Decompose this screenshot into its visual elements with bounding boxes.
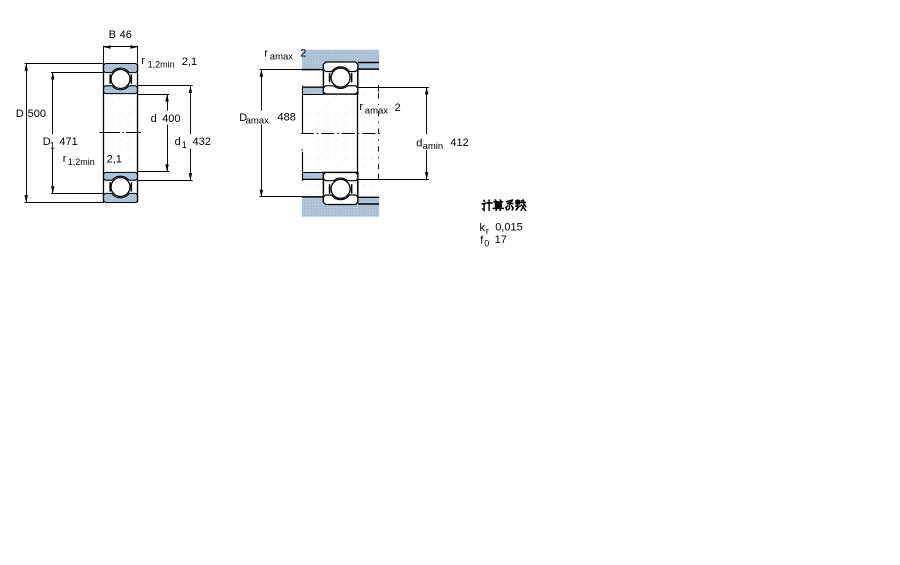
svg-text:17: 17 bbox=[495, 234, 507, 246]
svg-text:D: D bbox=[239, 112, 247, 124]
svg-text:D: D bbox=[43, 136, 51, 148]
svg-text:0,015: 0,015 bbox=[495, 222, 523, 234]
svg-text:d: d bbox=[416, 138, 422, 150]
svg-text:amax: amax bbox=[270, 52, 293, 63]
svg-text:r: r bbox=[141, 55, 145, 67]
svg-text:46: 46 bbox=[120, 29, 132, 41]
svg-text:400: 400 bbox=[162, 113, 180, 125]
svg-text:k: k bbox=[480, 222, 486, 234]
svg-text:471: 471 bbox=[59, 136, 77, 148]
svg-text:500: 500 bbox=[28, 108, 46, 120]
svg-text:2: 2 bbox=[300, 48, 306, 60]
svg-text:d: d bbox=[175, 136, 181, 148]
svg-text:2,1: 2,1 bbox=[182, 56, 197, 68]
svg-text:2,1: 2,1 bbox=[107, 153, 122, 165]
svg-text:r: r bbox=[359, 101, 363, 113]
svg-text:amax: amax bbox=[365, 106, 388, 117]
svg-text:2: 2 bbox=[395, 102, 401, 114]
svg-text:1,2min: 1,2min bbox=[148, 60, 175, 70]
svg-text:r: r bbox=[63, 153, 67, 165]
svg-text:f: f bbox=[480, 235, 484, 247]
svg-text:d: d bbox=[151, 113, 157, 125]
svg-text:412: 412 bbox=[450, 137, 468, 149]
svg-text:488: 488 bbox=[278, 112, 296, 124]
svg-text:0: 0 bbox=[484, 239, 489, 249]
svg-text:r: r bbox=[264, 47, 268, 59]
svg-text:amin: amin bbox=[423, 141, 444, 152]
svg-text:432: 432 bbox=[193, 136, 211, 148]
svg-text:1,2min: 1,2min bbox=[68, 157, 95, 167]
svg-text:1: 1 bbox=[50, 140, 55, 150]
svg-text:amax: amax bbox=[246, 115, 269, 126]
svg-text:D: D bbox=[16, 108, 24, 120]
svg-text:r: r bbox=[486, 226, 489, 236]
svg-text:1: 1 bbox=[182, 140, 187, 150]
svg-text:B: B bbox=[109, 29, 116, 41]
